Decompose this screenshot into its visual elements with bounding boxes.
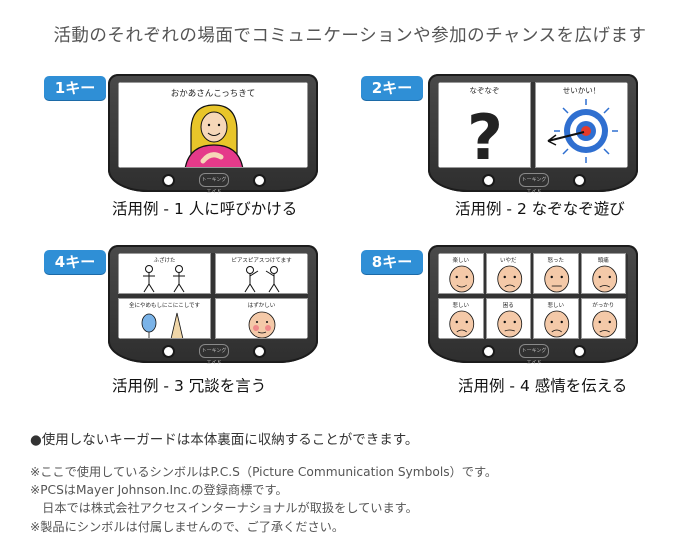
face-icon — [544, 310, 570, 338]
symbol-label: せいかい！ — [562, 86, 601, 95]
device-logo: トーキングエイド — [199, 344, 229, 366]
key-hole-left — [482, 174, 495, 187]
keyguard-panel-1: おかあさんこっちきて トーキングエイド — [108, 74, 318, 195]
symbol-label: 楽しい — [452, 258, 469, 264]
symbol-label: 頭痛 — [597, 258, 609, 264]
blushing-face-icon — [248, 311, 276, 338]
symbol-card: せいかい！ — [535, 82, 628, 168]
symbol-card: 悲しい — [438, 298, 484, 339]
symbol-card: はずかしい — [215, 298, 308, 339]
symbol-card: 困る — [485, 298, 531, 339]
caption-2: 活用例 - 2 なぞなぞ遊び — [455, 200, 625, 218]
symbol-card: おかあさんこっちきて — [118, 82, 308, 168]
face-icon — [591, 310, 617, 338]
keyguard-panel-3: ふざけた ピアスピアスつけてます 全にやめもしにこにこしです — [108, 245, 318, 366]
keyguard-panel-2: なぞなぞ ? せいかい！ トーキングエ — [428, 74, 638, 195]
key-hole-right — [253, 174, 266, 187]
device-logo: トーキングエイド — [519, 173, 549, 195]
symbol-card: がっかり — [580, 298, 626, 339]
footnote-trademark: ※PCSはMayer Johnson.Inc.の登録商標です。 — [30, 483, 288, 497]
key-count-badge-2: 2キー — [361, 76, 423, 100]
caption-1: 活用例 - 1 人に呼びかける — [112, 200, 298, 218]
caption-3: 活用例 - 3 冗談を言う — [112, 377, 267, 395]
face-icon — [449, 265, 475, 293]
symbol-card: ふざけた — [118, 253, 211, 294]
symbol-label: なぞなぞ — [469, 86, 500, 95]
key-hole-right — [573, 174, 586, 187]
face-icon — [496, 265, 522, 293]
symbol-label: 悲しい — [547, 303, 564, 309]
key-count-badge-1: 1キー — [44, 76, 106, 100]
symbol-label: がっかり — [592, 303, 615, 309]
key-count-badge-4: 4キー — [44, 250, 106, 274]
symbol-card: 悲しい — [533, 298, 579, 339]
footnote-distributor: 日本では株式会社アクセスインターナショナルが取扱をしています。 — [30, 501, 418, 515]
key-hole-left — [162, 345, 175, 358]
key-hole-right — [573, 345, 586, 358]
symbol-card: 楽しい — [438, 253, 484, 294]
footnote-symbols-not-included: ※製品にシンボルは付属しませんので、ご了承ください。 — [30, 520, 345, 534]
face-icon — [591, 265, 617, 293]
device-logo: トーキングエイド — [519, 344, 549, 366]
symbol-card: 全にやめもしにこにこしです — [118, 298, 211, 339]
key-count-badge-8: 8キー — [361, 250, 423, 274]
face-icon — [544, 265, 570, 293]
dancing-figures-icon — [244, 266, 280, 293]
question-mark-icon: ? — [467, 101, 503, 168]
key-hole-left — [482, 345, 495, 358]
symbol-label: はずかしい — [247, 303, 276, 309]
symbol-label: 悲しい — [452, 303, 469, 309]
screen: なぞなぞ ? せいかい！ — [438, 82, 628, 168]
symbol-card: 怒った — [533, 253, 579, 294]
key-hole-left — [162, 174, 175, 187]
symbol-label: 怒った — [547, 258, 564, 264]
symbol-label: ピアスピアスつけてます — [231, 258, 292, 264]
balloon-icon — [141, 312, 184, 338]
key-hole-right — [253, 345, 266, 358]
device-logo: トーキングエイド — [199, 173, 229, 195]
symbol-label: おかあさんこっちきて — [170, 89, 256, 99]
symbol-label: ふざけた — [153, 258, 176, 264]
symbol-card: ピアスピアスつけてます — [215, 253, 308, 294]
symbol-label: いやだ — [499, 258, 517, 264]
screen: おかあさんこっちきて — [118, 82, 308, 168]
screen: ふざけた ピアスピアスつけてます 全にやめもしにこにこしです — [118, 253, 308, 339]
page-title: 活動のそれぞれの場面でコミュニケーションや参加のチャンスを広げます — [53, 26, 647, 46]
face-icon — [496, 310, 522, 338]
storage-note: ●使用しないキーガードは本体裏面に収納することができます。 — [30, 432, 419, 448]
target-icon — [547, 99, 618, 163]
symbol-label: 全にやめもしにこにこしです — [128, 303, 201, 309]
mother-symbol-icon — [184, 104, 244, 167]
symbol-card: 頭痛 — [580, 253, 626, 294]
face-icon — [449, 310, 475, 338]
symbol-card: いやだ — [485, 253, 531, 294]
footnote-pcs: ※ここで使用しているシンボルはP.C.S（Picture Communicati… — [30, 465, 498, 479]
caption-4: 活用例 - 4 感情を伝える — [458, 377, 628, 395]
screen: 楽しい いやだ 怒った 頭痛悲しい 困る 悲しい がっかり — [438, 253, 628, 339]
figures-icon — [143, 265, 185, 293]
symbol-label: 困る — [502, 303, 514, 309]
svg-text:?: ? — [467, 101, 503, 168]
keyguard-panel-4: 楽しい いやだ 怒った 頭痛悲しい 困る 悲しい がっかり トーキングエイド — [428, 245, 638, 366]
symbol-card: なぞなぞ ? — [438, 82, 531, 168]
